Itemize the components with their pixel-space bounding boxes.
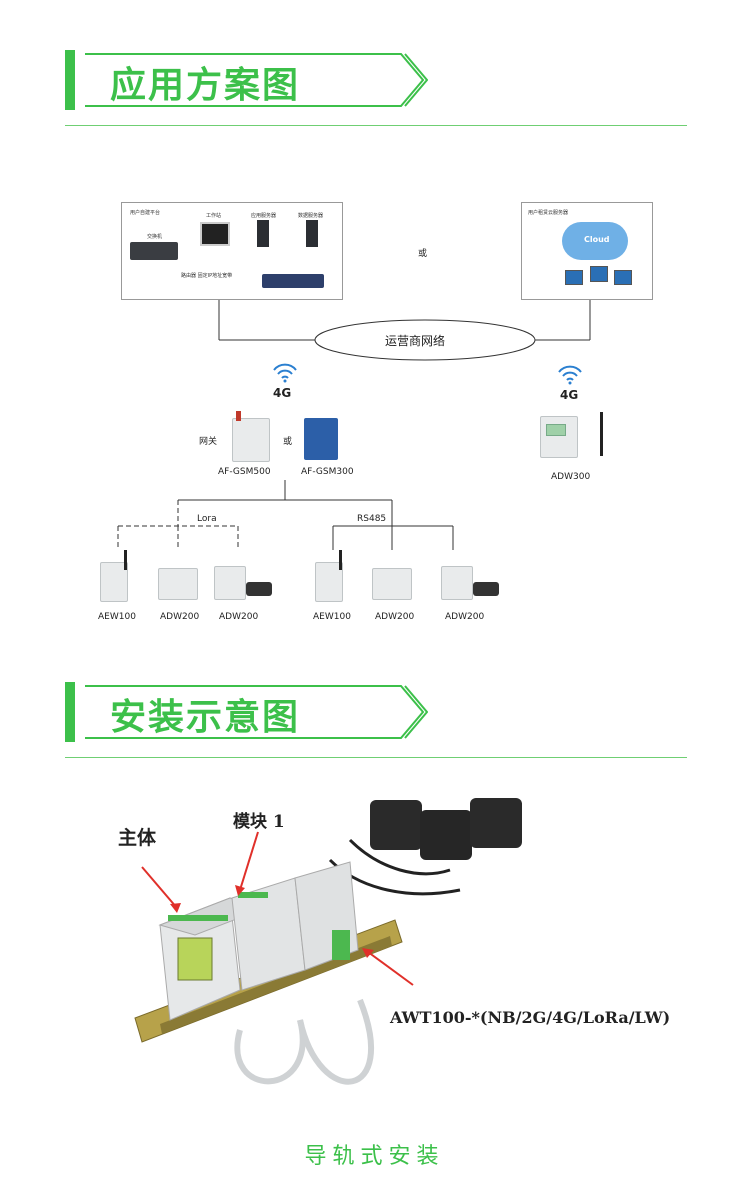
ct-sensor-icon — [473, 582, 499, 596]
title-accent-bar — [65, 682, 75, 742]
antenna-icon — [124, 550, 127, 570]
gsm300-device — [304, 418, 338, 460]
device-label: AEW100 — [313, 612, 351, 622]
device-label: AEW100 — [98, 612, 136, 622]
laptop-icon — [565, 270, 583, 285]
title-banner-outline — [85, 53, 428, 107]
workstation-icon — [200, 222, 230, 246]
wifi-icon — [273, 363, 297, 383]
cloud-server-title: 用户租赁云服务器 — [528, 210, 569, 216]
lora-label: Lora — [197, 514, 217, 524]
adw300-label: ADW300 — [551, 472, 591, 482]
ct-sensor-icon — [246, 582, 272, 596]
gsm500-label: AF-GSM500 — [218, 467, 271, 477]
device-screen — [546, 424, 566, 436]
main-label: 主体 — [118, 827, 157, 849]
divider — [65, 757, 687, 758]
rs485-label: RS485 — [357, 514, 387, 524]
section-title-application: 应用方案图 — [65, 50, 428, 110]
device-label: ADW200 — [375, 612, 415, 622]
antenna-icon — [600, 412, 603, 456]
app-server-icon — [257, 220, 269, 247]
divider — [65, 125, 687, 126]
gateway-label: 网关 — [199, 437, 218, 447]
antenna-icon — [339, 550, 342, 570]
title-banner-outline — [85, 685, 428, 739]
aew100-device — [315, 562, 343, 602]
network-label: 运营商网络 — [385, 334, 446, 348]
adw300-device — [540, 416, 578, 458]
data-server-label: 数据服务器 — [298, 213, 324, 219]
adw200-device — [158, 568, 198, 600]
page-title: 应用方案图 — [110, 65, 301, 106]
model-label: AWT100-*(NB/2G/4G/LoRa/LW) — [390, 1008, 671, 1027]
device-label: ADW200 — [445, 612, 485, 622]
router-icon — [262, 274, 324, 288]
adw200-device — [441, 566, 473, 600]
signal-right-label: 4G — [560, 388, 579, 402]
laptop-icon — [614, 270, 632, 285]
switch-label: 交换机 — [147, 234, 163, 240]
module-label: 模块 1 — [233, 812, 285, 832]
adw200-device — [372, 568, 412, 600]
app-server-label: 应用服务器 — [251, 213, 277, 219]
workstation-label: 工作站 — [206, 213, 222, 219]
wifi-icon — [558, 365, 582, 385]
data-server-icon — [306, 220, 318, 247]
arrows — [141, 831, 414, 986]
gsm300-label: AF-GSM300 — [301, 467, 354, 477]
or-mid: 或 — [283, 437, 293, 447]
cloud-icon — [562, 222, 628, 260]
switch-icon — [130, 242, 178, 260]
device-label: ADW200 — [160, 612, 200, 622]
user-platform-title: 用户自建平台 — [130, 210, 161, 216]
aew100-device — [100, 562, 128, 602]
gsm500-device — [232, 418, 270, 462]
title-accent-bar — [65, 50, 75, 110]
signal-left-label: 4G — [273, 386, 292, 400]
antenna-icon — [236, 411, 241, 421]
adw200-device — [214, 566, 246, 600]
network-lines — [117, 245, 591, 550]
device-label: ADW200 — [219, 612, 259, 622]
installation-illustration — [134, 798, 522, 1085]
or-top: 或 — [418, 249, 428, 259]
router-label: 路由器 固定IP地址宽带 — [181, 273, 233, 279]
section-title-installation: 安装示意图 — [65, 682, 428, 742]
installation-caption: 导轨式安装 — [304, 1144, 445, 1169]
monitor-icon — [590, 266, 608, 282]
section-heading: 安装示意图 — [110, 697, 301, 738]
cloud-label: Cloud — [584, 235, 610, 244]
